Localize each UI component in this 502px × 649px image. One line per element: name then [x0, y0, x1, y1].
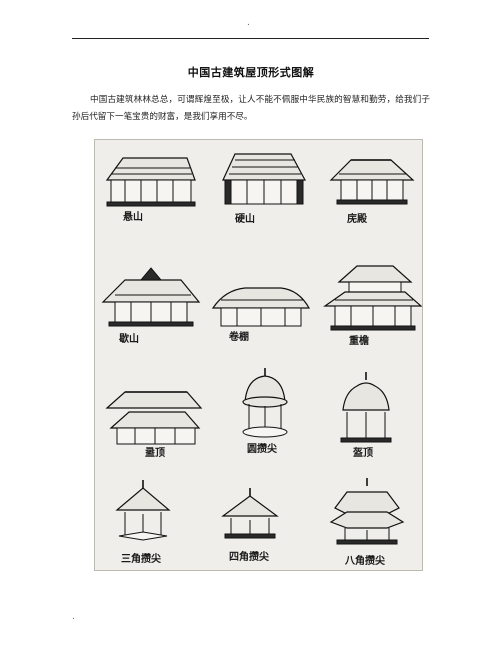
label-sanjiaocuanjian: 三角攒尖	[121, 552, 161, 565]
label-juanpeng: 卷棚	[228, 330, 249, 343]
xieshan-illustration	[101, 267, 201, 327]
label-xuanshan: 悬山	[122, 210, 143, 223]
label-yingshan: 硬山	[235, 212, 255, 225]
xuanshan-illustration	[105, 157, 196, 207]
sanjiaocuanjian-illustration	[115, 480, 171, 541]
page-title: 中国古建筑屋顶形式图解	[187, 66, 315, 79]
chongyan-illustration	[323, 265, 422, 331]
label-bajiaocuanjian: 八角攒尖	[344, 554, 385, 567]
label-chongyan: 重檐	[349, 334, 369, 347]
luding-illustration	[105, 391, 203, 445]
label-xieshan: 歇山	[118, 332, 139, 345]
bajiaocuanjian-illustration	[329, 478, 405, 545]
label-kuiding: 盔顶	[352, 446, 373, 459]
label-sijiaocuanjian: 四角攒尖	[229, 550, 269, 563]
footer-mark: .	[72, 612, 75, 622]
yuancuanjian-illustration	[242, 368, 288, 438]
header-mark: .	[247, 18, 250, 28]
label-luding: 盝顶	[145, 447, 165, 459]
label-yuancuanjian: 圆攒尖	[247, 442, 277, 455]
kuiding-illustration	[340, 372, 392, 443]
sijiaocuanjian-illustration	[221, 488, 279, 539]
juanpeng-illustration	[211, 287, 311, 327]
wudian-illustration	[329, 159, 415, 205]
intro-paragraph: 中国古建筑林林总总，可谓辉煌至极，让人不能不佩服中华民族的智慧和勤劳，给我们子孙…	[72, 95, 430, 122]
yingshan-illustration	[222, 153, 307, 205]
roof-types-illustration: 悬山 硬山 庑殿 歇山 卷棚 重檐	[94, 139, 423, 571]
label-wudian: 庑殿	[347, 212, 368, 225]
header-rule	[72, 38, 429, 39]
